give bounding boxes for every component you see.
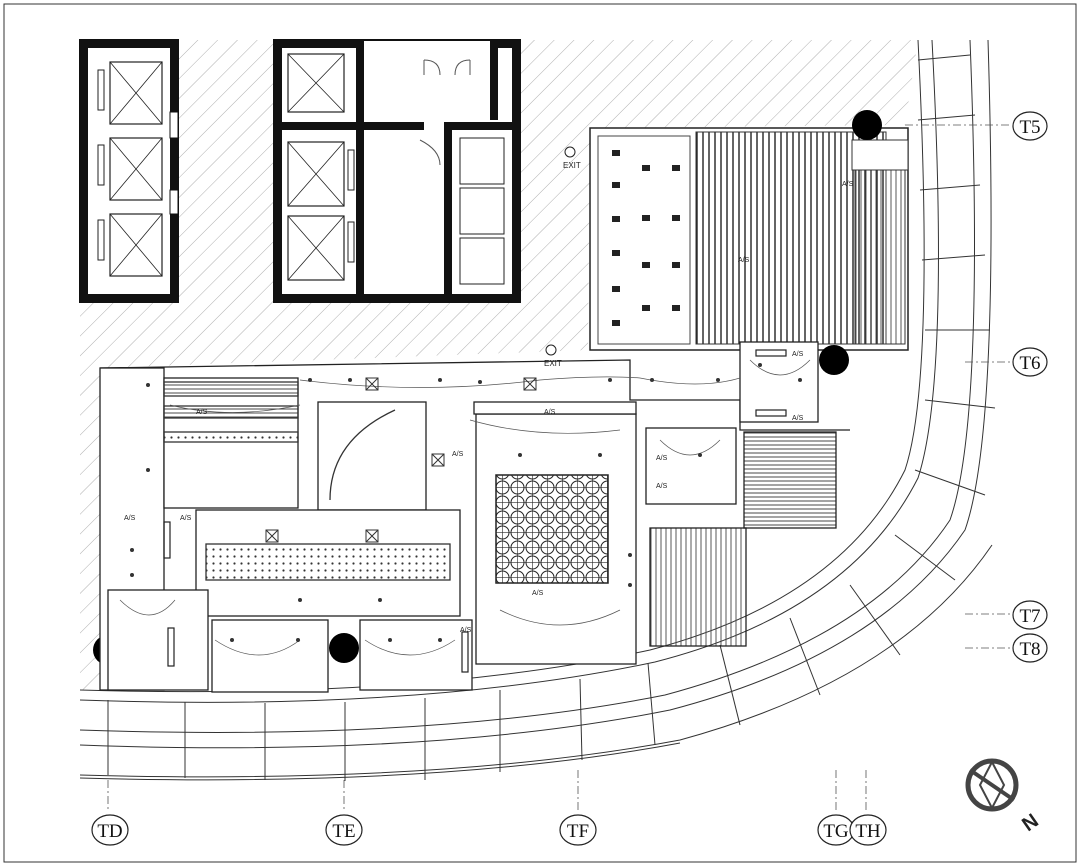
grid-label-T6: T6 [1019, 353, 1040, 374]
grid-marker-TD: TD [91, 814, 129, 846]
north-arrow-icon [965, 758, 1019, 812]
grid-marker-T8: T8 [1012, 633, 1048, 663]
room-tag: A/S [460, 627, 472, 634]
grid-marker-T5: T5 [1012, 111, 1048, 141]
exit-label-lower: EXIT [544, 359, 562, 368]
grid-marker-T7: T7 [1012, 600, 1048, 630]
grid-label-TH: TH [855, 821, 881, 842]
grid-label-TE: TE [332, 821, 355, 842]
light-fixtures [130, 363, 802, 642]
room-tag: A/S [452, 451, 464, 458]
elevator-core-left [79, 39, 179, 303]
grid-label-T8: T8 [1019, 639, 1040, 660]
electrical-wiring [119, 359, 811, 656]
north-label: N [1018, 810, 1042, 836]
exit-sign-upper: EXIT [563, 146, 581, 170]
room-tag: A/S [124, 515, 136, 522]
wall-cabinets [163, 349, 787, 673]
lower-office-zone [99, 341, 850, 693]
room-tag: A/S [792, 415, 804, 422]
grid-marker-T6: T6 [1012, 347, 1048, 377]
room-tags: A/S A/S A/S A/S A/S A/S A/S A/S A/S A/S … [124, 181, 854, 634]
room-tag: A/S [792, 351, 804, 358]
grid-label-TF: TF [567, 821, 589, 842]
grid-marker-TE: TE [325, 814, 363, 846]
grid-label-TD: TD [97, 821, 122, 842]
upper-room-block [589, 127, 909, 351]
room-tag: A/S [532, 590, 544, 597]
room-tag: A/S [656, 483, 668, 490]
room-tag: A/S [842, 181, 854, 188]
grid-label-T5: T5 [1019, 117, 1040, 138]
drawing-border [3, 3, 1077, 863]
exit-sign-lower: EXIT [544, 344, 562, 368]
facade-mullions [107, 54, 996, 781]
room-tag: A/S [656, 455, 668, 462]
exit-label-upper: EXIT [563, 161, 581, 170]
grid-marker-TH: TH [849, 814, 887, 846]
room-tag: A/S [738, 257, 750, 264]
grid-lines [107, 124, 1012, 812]
room-tag: A/S [196, 409, 208, 416]
grid-label-TG: TG [823, 821, 849, 842]
room-tag: A/S [180, 515, 192, 522]
grid-label-T7: T7 [1019, 606, 1040, 627]
room-tag: A/S [544, 409, 556, 416]
upper-room-fixtures [612, 150, 680, 326]
floor-box-symbols [265, 377, 537, 543]
elevator-core-right [273, 39, 521, 303]
grid-marker-TF: TF [559, 814, 597, 846]
grid-marker-TG: TG [817, 814, 855, 846]
facade-curtain-wall [79, 39, 993, 781]
